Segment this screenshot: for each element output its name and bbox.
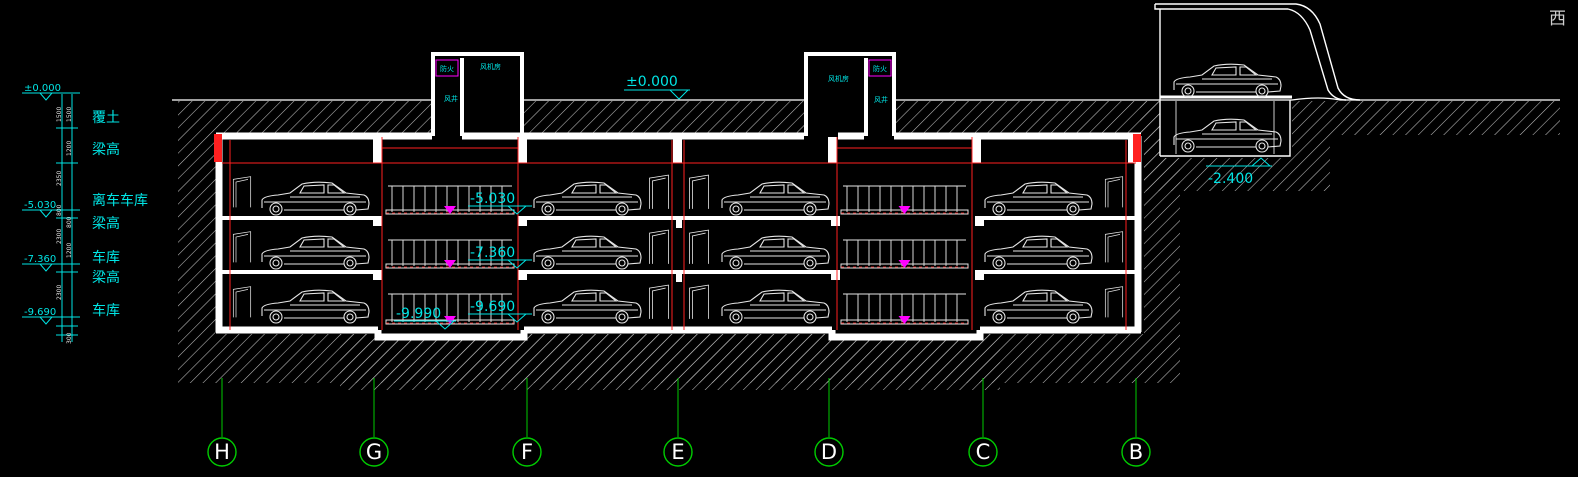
profile-label: 车库 [92,302,120,319]
lift-platform [840,239,969,269]
profile-dim: 1500 [66,107,73,122]
axis-B: B [1121,378,1151,467]
building-section [214,132,1142,341]
profile-label: 梁高 [92,215,120,232]
ground-elevation-marker: ±0.000 [624,74,690,100]
axis-E: E [663,378,693,467]
profile-elev-0: ±0.000 [24,83,61,94]
elevation-level3: -9.690 [470,299,515,315]
profile-dim: 800 [66,216,73,228]
axis-H: H [207,378,237,467]
lift-platform [385,293,515,325]
profile-dim: 1200 [66,141,73,156]
axis-C: C [968,378,998,467]
profile-label: 车库 [92,249,120,266]
axis-label: C [976,440,991,464]
axis-D: D [814,378,844,467]
profile-dim: 1200 [66,243,73,258]
elevation-level2: -7.360 [470,245,515,261]
axis-label: F [521,440,533,464]
axis-label: B [1129,440,1143,464]
ramp-entrance: -2.400 [1154,3,1361,187]
profile-dim: 2300 [56,285,63,300]
profile-elev-3: -9.690 [24,307,56,318]
elevation-ramp-pit: -2.400 [1208,171,1253,187]
shaft-door-label: 防火 [873,64,887,73]
axis-G: G [359,378,389,467]
profile-dim: 300 [66,332,73,344]
profile-dim: 800 [56,204,63,216]
axis-label: G [366,440,382,464]
profile-label: 离车车库 [92,192,148,209]
axis-label: E [671,440,684,464]
ground-elevation-text: ±0.000 [626,74,678,90]
elevation-pit: -9.990 [396,306,441,322]
profile-elev-2: -7.360 [24,254,56,265]
profile-label: 覆土 [92,110,120,126]
shaft-vent-label: 风井 [874,95,888,104]
shaft-door-label: 防火 [440,64,454,73]
shaft-room-label: 风机房 [828,74,849,83]
profile-dim: 2350 [56,171,63,186]
axis-label: D [821,440,837,464]
vent-shaft-right: 防火 风机房 风井 [804,52,896,136]
profile-dim: 2300 [56,229,63,244]
profile-dim: 1500 [56,107,63,122]
profile-label: 梁高 [92,141,120,158]
lift-platform [840,293,969,325]
shaft-vent-label: 风井 [444,94,458,103]
profile-label: 梁高 [92,269,120,286]
lift-platform [840,185,969,215]
shaft-room-label: 风机房 [480,62,501,71]
axis-F: F [512,378,542,467]
axis-label: H [214,440,230,464]
profile-elev-1: -5.030 [24,200,56,211]
elevation-level1: -5.030 [470,191,515,207]
lift-elevations: -5.030 -7.360 -9.690 -9.990 [394,191,532,330]
vent-shaft-left: 防火 风机房 风井 [431,52,524,136]
left-profile: ±0.000 -5.030 -7.360 -9.690 1500 1500 12… [22,83,148,344]
compass-label: 西 [1549,9,1566,29]
